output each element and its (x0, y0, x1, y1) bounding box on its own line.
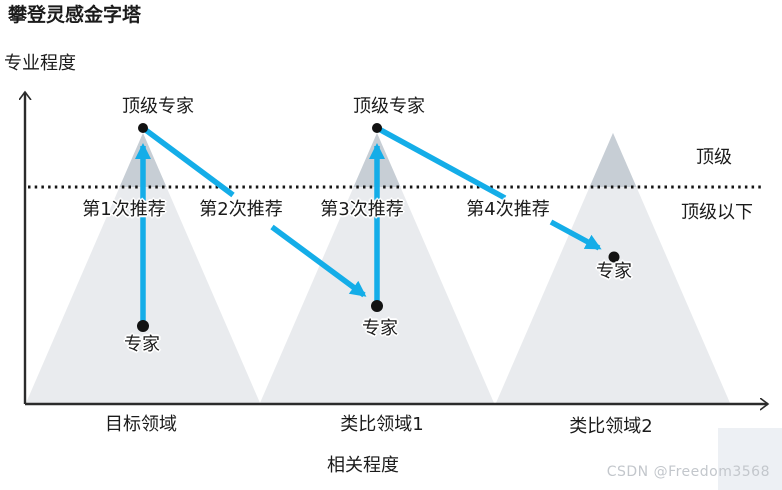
expert-dot-1 (137, 320, 149, 332)
tier-above-label: 顶级 (696, 147, 732, 168)
arrow-recommendation-2-upper (141, 125, 235, 198)
tier-below-label: 顶级以下 (681, 202, 753, 223)
page-title: 攀登灵感金字塔 (8, 4, 142, 26)
domain-label-2: 类比领域1 (340, 414, 424, 435)
expert-label-3: 专家 (596, 261, 632, 282)
expert-dot-2 (371, 300, 383, 312)
arrow-recommendation-2-lower (270, 224, 367, 298)
domain-label-3: 类比领域2 (569, 416, 653, 437)
pyramid-3-shape (496, 133, 730, 403)
top-expert-label-2: 顶级专家 (353, 96, 425, 117)
recommendation-label-2: 第2次推荐 (199, 199, 283, 220)
expert-label-2: 专家 (362, 318, 398, 339)
top-expert-dot-2 (372, 123, 382, 133)
expert-dot-3 (608, 251, 620, 263)
y-axis-label: 专业程度 (4, 53, 76, 74)
top-expert-label-1: 顶级专家 (122, 96, 194, 117)
x-axis-label: 相关程度 (327, 455, 399, 476)
corner-background-box (718, 428, 782, 490)
recommendation-label-3: 第3次推荐 (320, 199, 404, 220)
arrow-recommendation-4-upper (375, 125, 507, 201)
domain-label-1: 目标领域 (105, 414, 177, 435)
expert-label-1: 专家 (124, 334, 160, 355)
top-expert-dot-1 (138, 123, 148, 133)
pyramid-3-tip (589, 133, 637, 187)
recommendation-label-1: 第1次推荐 (82, 199, 166, 220)
csdn-watermark: CSDN @Freedom3568 (606, 464, 770, 480)
arrow-recommendation-4-lower (549, 219, 602, 251)
recommendation-label-4: 第4次推荐 (466, 199, 550, 220)
